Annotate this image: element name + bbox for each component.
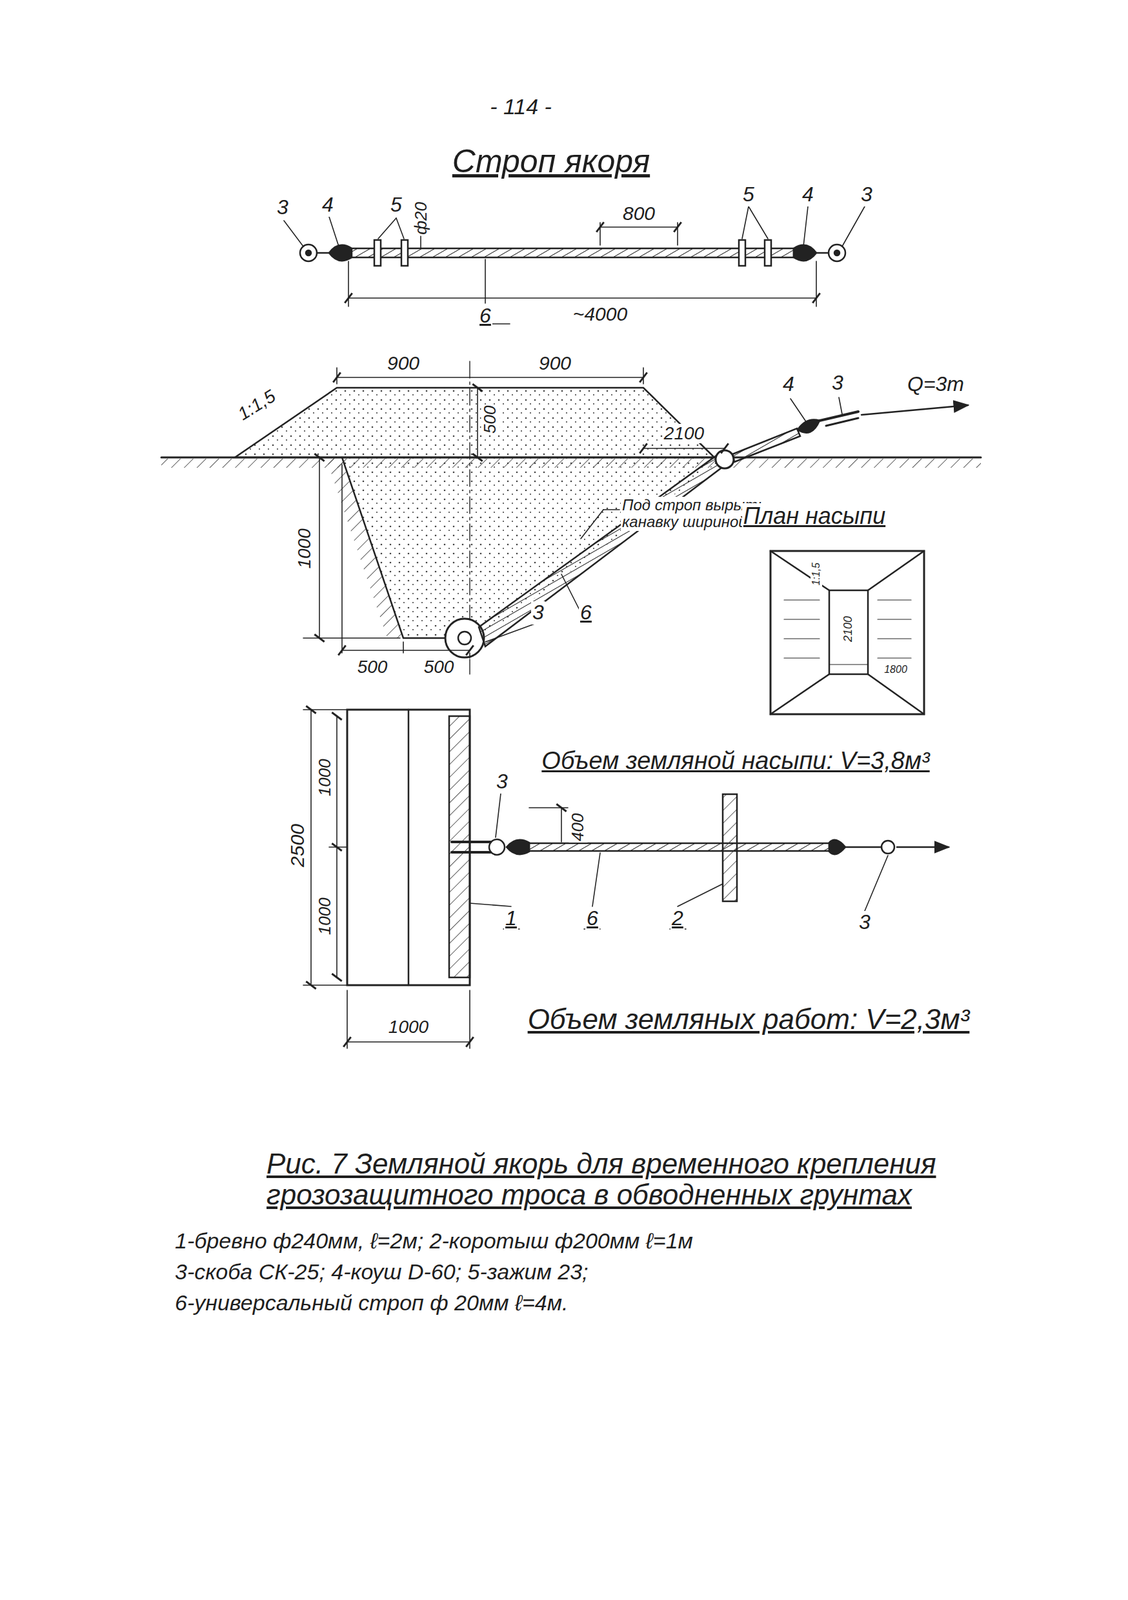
dimension: 1000 <box>387 1017 430 1038</box>
volume-note: Объем земляной насыпи: V=3,8м³ <box>540 747 931 776</box>
callout-number: 6 <box>578 601 594 625</box>
dimension: 2100 <box>842 614 856 644</box>
dimension: 900 <box>385 352 421 374</box>
dimension: 2100 <box>662 423 706 444</box>
callout-number: 3 <box>275 196 290 219</box>
slope-ratio: 1:1,5 <box>810 561 823 588</box>
dimension: 500 <box>422 657 456 678</box>
callout-number: 3 <box>859 183 874 206</box>
callout-number: 5 <box>389 193 404 217</box>
callout-number: 3 <box>494 770 510 794</box>
parts-list: 1-бревно ф240мм, ℓ=2м; 2-коротыш ф200мм … <box>173 1229 1016 1254</box>
dimension: 500 <box>481 403 501 435</box>
parts-list: 6-универсальный строп ф 20мм ℓ=4м. <box>173 1291 1016 1316</box>
dimension: 1000 <box>315 757 335 798</box>
dimension: 400 <box>569 811 588 843</box>
callout-number: 1 <box>503 907 519 930</box>
slope-ratio: 1:1,5 <box>233 385 281 425</box>
callout-number: 2 <box>670 907 685 930</box>
dimension: 900 <box>537 352 573 374</box>
dimension: 800 <box>621 202 657 224</box>
section-title: Строп якоря <box>451 143 652 180</box>
callout-number: 4 <box>781 372 796 396</box>
callout-number: 6 <box>585 907 600 930</box>
dimension: 2500 <box>286 822 308 869</box>
callout-number: 3 <box>830 371 845 395</box>
callout-number: 5 <box>741 183 756 206</box>
callout-number: 3 <box>531 601 546 625</box>
callout-number: 6 <box>478 304 493 328</box>
dimension: 1800 <box>882 664 909 676</box>
figure-caption: Рис. 7 Земляной якорь для временного кре… <box>265 1148 1010 1212</box>
parts-list: 3-скоба СК-25; 4-коуш D-60; 5-зажим 23; <box>173 1260 1016 1285</box>
callout-number: 4 <box>800 183 816 206</box>
page-number: - 114 - <box>488 94 554 119</box>
dimension: ф20 <box>411 200 431 237</box>
dimension: 500 <box>356 657 390 678</box>
callout-number: 3 <box>857 911 872 934</box>
dimension: 1000 <box>315 896 335 937</box>
dimension: 1000 <box>294 527 315 570</box>
volume-note: Объем земляных работ: V=2,3м³ <box>526 1004 972 1036</box>
plan-title: План насыпи <box>742 503 887 530</box>
callout-number: 4 <box>320 193 335 217</box>
load-label: Q=3т <box>906 372 966 396</box>
dimension: ~4000 <box>571 303 629 325</box>
